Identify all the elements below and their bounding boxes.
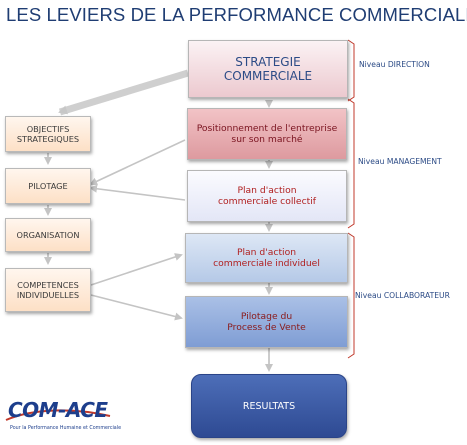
arrow-positionnement-to-pilotage — [89, 139, 186, 186]
box-strategie-commerciale: STRATEGIE COMMERCIALE — [188, 40, 348, 98]
box-plan-action-collectif: Plan d'action commerciale collectif — [187, 170, 347, 222]
box-pilotage: PILOTAGE — [5, 168, 91, 204]
comace-logo: COM-ACE Pour la Performance Humaine et C… — [4, 398, 124, 442]
arrow-plancollectif-to-pilotage — [89, 184, 186, 201]
box-resultats: RESULTATS — [191, 374, 347, 438]
box-competences-individuelles: COMPETENCES INDIVIDUELLES — [5, 268, 91, 312]
box-objectifs-strategiques: OBJECTIFS STRATEGIQUES — [5, 116, 91, 152]
level-collaborateur: Niveau COLLABORATEUR — [355, 291, 450, 300]
arrow-competences-to-planindividuel — [90, 253, 183, 286]
logo-wordmark: COM-ACE — [8, 398, 108, 422]
bracket-collaborateur — [347, 232, 355, 359]
bracket-direction — [347, 39, 355, 102]
box-plan-action-individuel: Plan d'action commerciale individuel — [185, 233, 348, 283]
level-direction: Niveau DIRECTION — [359, 60, 430, 69]
page-title: LES LEVIERS DE LA PERFORMANCE COMMERCIAL… — [6, 4, 467, 25]
logo-swoosh-icon — [5, 409, 111, 421]
box-pilotage-process-vente: Pilotage du Process de Vente — [185, 296, 348, 348]
level-management: Niveau MANAGEMENT — [358, 157, 442, 166]
arrow-strategie-to-objectifs — [58, 69, 190, 116]
logo-tagline: Pour la Performance Humaine et Commercia… — [10, 426, 122, 431]
box-positionnement: Positionnement de l'entreprise sur son m… — [187, 108, 347, 160]
box-organisation: ORGANISATION — [5, 218, 91, 252]
arrow-competences-to-pilotageprocess — [90, 294, 183, 321]
bracket-management — [347, 98, 355, 229]
